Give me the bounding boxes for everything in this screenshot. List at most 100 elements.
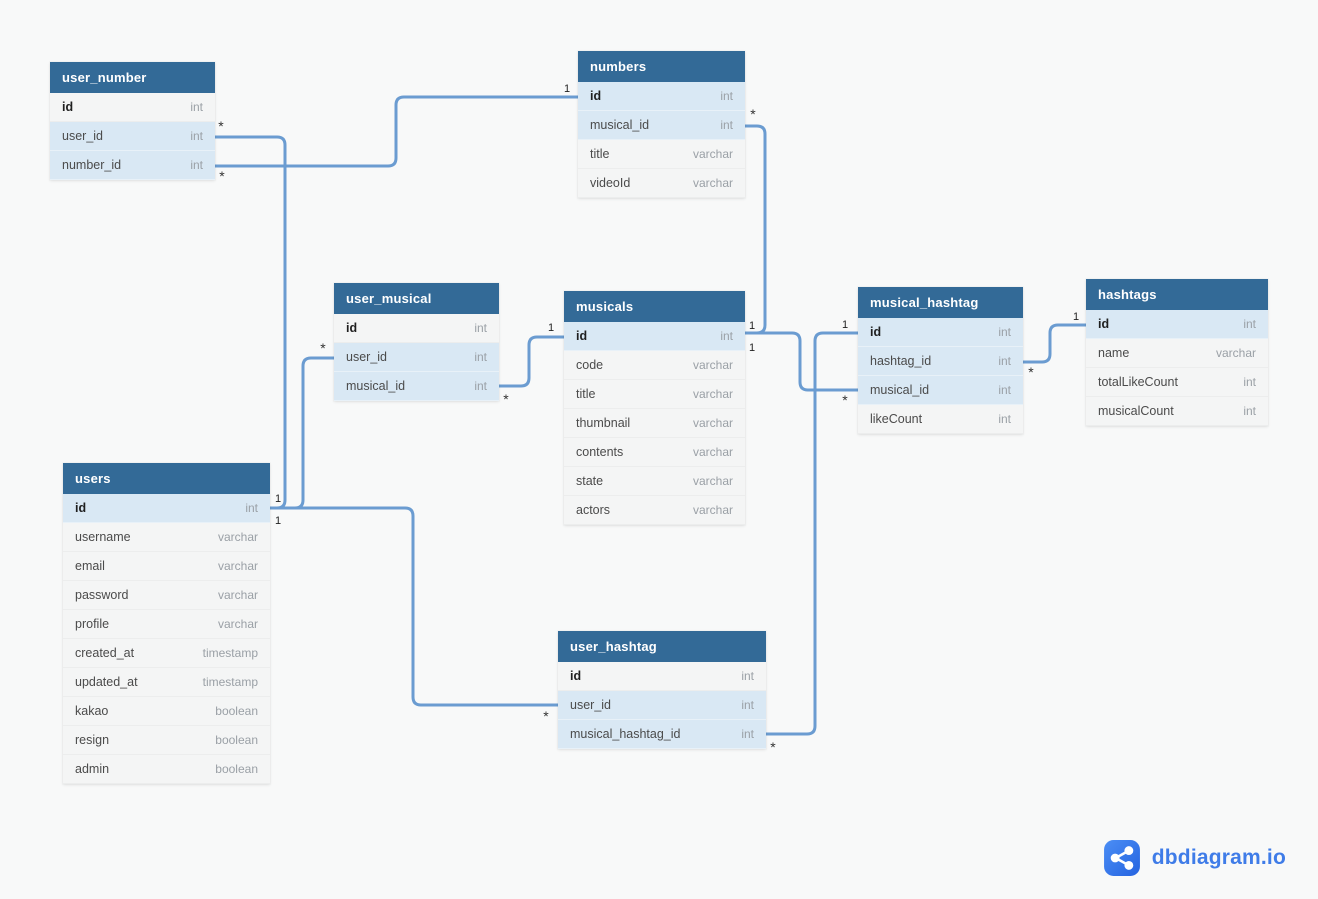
field-name: musical_id (590, 118, 650, 132)
field-type: int (1243, 375, 1256, 389)
field-type: varchar (692, 358, 733, 372)
field-type: boolean (215, 762, 258, 776)
field-type: varchar (692, 416, 733, 430)
relationship-numbers_musical_id-musicals_id[interactable] (745, 124, 767, 335)
cardinality-label: 1 (548, 322, 554, 334)
relationship-user_hashtag_musical_hashtag_id-musical_hashtag_id[interactable] (766, 331, 858, 736)
field-type: int (998, 325, 1011, 339)
field-row-hashtags-totalLikeCount: totalLikeCount int (1086, 368, 1268, 397)
field-name: id (590, 89, 602, 103)
cardinality-label: * (842, 392, 848, 408)
field-row-user_number-user_id: user_id int (50, 122, 215, 151)
field-name: totalLikeCount (1098, 375, 1178, 389)
relationship-musicals_id-musical_hashtag_musical_id[interactable] (745, 331, 858, 392)
dbdiagram-watermark[interactable]: dbdiagram.io (1103, 839, 1286, 877)
field-name: musical_hashtag_id (570, 727, 681, 741)
field-type: varchar (692, 503, 733, 517)
field-name: user_id (62, 129, 103, 143)
relationship-user_number_user_id-users_id[interactable] (215, 135, 287, 510)
field-name: contents (576, 445, 624, 459)
table-header-users[interactable]: users (63, 463, 270, 494)
field-type: int (998, 383, 1011, 397)
cardinality-label: * (218, 118, 224, 134)
field-type: int (998, 354, 1011, 368)
field-name: name (1098, 346, 1130, 360)
table-header-musical_hashtag[interactable]: musical_hashtag (858, 287, 1023, 318)
field-type: int (720, 329, 733, 343)
cardinality-label: * (750, 106, 756, 122)
field-row-user_hashtag-musical_hashtag_id: musical_hashtag_id int (558, 720, 766, 749)
field-type: int (474, 379, 487, 393)
field-name: musicalCount (1098, 404, 1174, 418)
field-type: int (190, 129, 203, 143)
relationship-user_musical_musical_id-musicals_id[interactable] (499, 335, 564, 388)
field-type: boolean (215, 704, 258, 718)
cardinality-label: 1 (275, 493, 281, 505)
field-type: varchar (692, 176, 733, 190)
relationship-user_number_number_id-numbers_id[interactable] (215, 95, 578, 168)
cardinality-label: 1 (564, 83, 570, 95)
table-header-numbers[interactable]: numbers (578, 51, 745, 82)
cardinality-label: * (320, 340, 326, 356)
dbdiagram-watermark-text: dbdiagram.io (1151, 846, 1286, 869)
field-type: int (245, 501, 258, 515)
table-header-user_musical[interactable]: user_musical (334, 283, 499, 314)
field-row-musicals-thumbnail: thumbnail varchar (564, 409, 745, 438)
field-name: title (576, 387, 596, 401)
field-name: id (570, 669, 582, 683)
field-type: int (741, 727, 754, 741)
field-type: varchar (692, 474, 733, 488)
cardinality-label: 1 (1073, 311, 1079, 323)
field-type: timestamp (202, 675, 258, 689)
relationship-musical_hashtag_hashtag_id-hashtags_id[interactable] (1023, 323, 1086, 364)
cardinality-label: 1 (749, 342, 755, 354)
field-name: likeCount (870, 412, 923, 426)
cardinality-label: * (770, 739, 776, 755)
cardinality-label: * (543, 708, 549, 724)
field-name: user_id (570, 698, 611, 712)
field-name: state (576, 474, 604, 488)
field-type: boolean (215, 733, 258, 747)
field-row-musicals-state: state varchar (564, 467, 745, 496)
table-header-user_number[interactable]: user_number (50, 62, 215, 93)
table-header-musicals[interactable]: musicals (564, 291, 745, 322)
relationship-users_id-user_hashtag_user_id[interactable] (270, 506, 558, 707)
field-row-user_musical-musical_id: musical_id int (334, 372, 499, 401)
field-name: actors (576, 503, 611, 517)
field-name: thumbnail (576, 416, 631, 430)
field-type: int (474, 321, 487, 335)
relationship-user_musical_user_id-users_id[interactable] (270, 356, 334, 510)
field-name: email (75, 559, 105, 573)
field-name: kakao (75, 704, 109, 718)
table-header-user_hashtag[interactable]: user_hashtag (558, 631, 766, 662)
field-name: musical_id (346, 379, 406, 393)
table-header-hashtags[interactable]: hashtags (1086, 279, 1268, 310)
field-name: videoId (590, 176, 631, 190)
field-name: admin (75, 762, 110, 776)
field-type: int (741, 669, 754, 683)
